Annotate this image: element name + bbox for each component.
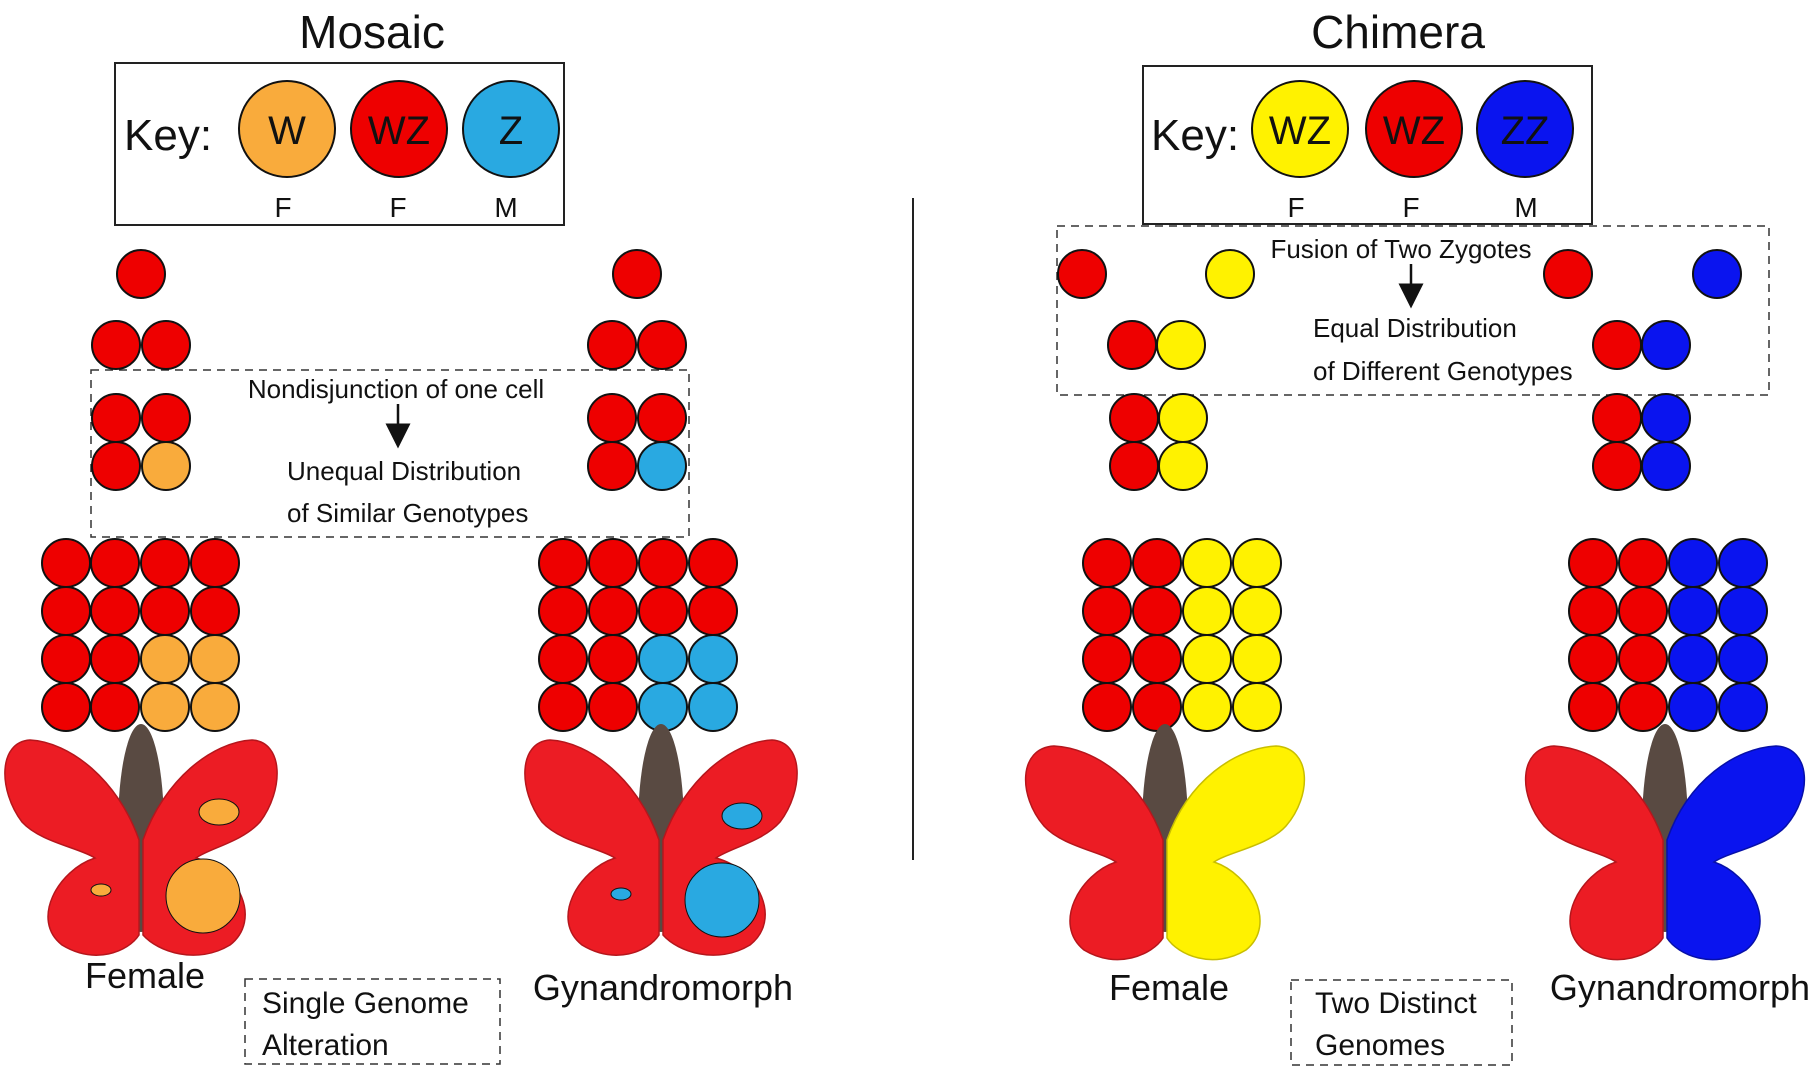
chimera-female-cells [1057, 249, 1282, 732]
chimera-key-item-zz: ZZ M [1476, 80, 1574, 223]
mosaic-female-cells [41, 249, 240, 732]
mosaic-key: Key: W F WZ F Z M [114, 62, 565, 226]
chimera-summary-line2: Genomes [1315, 1029, 1445, 1062]
butterfly-left-wing [4, 739, 140, 956]
mosaic-gynandromorph-butterfly [524, 724, 798, 956]
chimera-gynandromorph-caption: Gynandromorph [1550, 967, 1810, 1008]
chimera-note-top: Fusion of Two Zygotes [1270, 234, 1531, 264]
chimera-key-item-wz-red: WZ F [1365, 80, 1463, 223]
mosaic-summary-line2: Alteration [262, 1029, 389, 1062]
butterfly-left-wing [1025, 745, 1164, 961]
mosaic-wing-spot [684, 862, 760, 938]
chimera-fusion-box [1056, 225, 1770, 396]
chimera-key-sex: F [1402, 192, 1419, 223]
mosaic-key-item-w: W F [238, 80, 336, 223]
mosaic-key-label: Key: [124, 111, 212, 160]
mosaic-key-sex: F [389, 192, 406, 223]
mosaic-key-geno: Z [499, 109, 523, 153]
mosaic-key-item-z: Z M [462, 80, 560, 223]
mosaic-wing-spot [721, 802, 763, 830]
chimera-note-line2: of Different Genotypes [1313, 356, 1573, 386]
mosaic-female-butterfly [4, 724, 278, 956]
butterfly-left-wing [524, 739, 660, 956]
mosaic-key-geno: W [268, 109, 306, 153]
mosaic-key-geno: WZ [368, 109, 430, 153]
chimera-summary-line1: Two Distinct [1315, 987, 1477, 1020]
mosaic-summary-box [244, 978, 501, 1065]
mosaic-key-sex: F [274, 192, 291, 223]
mosaic-nondisjunction-box [90, 369, 690, 538]
chimera-key-label: Key: [1151, 111, 1239, 160]
chimera-key-sex: F [1287, 192, 1304, 223]
butterfly-right-wing [1666, 745, 1805, 961]
chimera-gynandromorph-butterfly [1525, 724, 1805, 961]
mosaic-wing-spot [198, 798, 240, 826]
mosaic-note-line1: Unequal Distribution [287, 456, 521, 486]
mosaic-wing-spot [610, 887, 632, 901]
mosaic-key-item-wz: WZ F [350, 80, 448, 223]
mosaic-title: Mosaic [299, 6, 445, 58]
chimera-key-geno: ZZ [1501, 109, 1550, 153]
mosaic-note-line2: of Similar Genotypes [287, 498, 528, 528]
chimera-key-geno: WZ [1269, 109, 1331, 153]
chimera-female-butterfly [1025, 724, 1305, 961]
mosaic-female-caption: Female [85, 955, 205, 996]
chimera-key-geno: WZ [1383, 109, 1445, 153]
butterfly-left-wing [1525, 745, 1664, 961]
chimera-title: Chimera [1311, 6, 1485, 58]
mosaic-summary-line1: Single Genome [262, 987, 469, 1020]
chimera-gynandromorph-cells [1543, 249, 1768, 732]
mosaic-gynandromorph-cells [538, 249, 738, 732]
chimera-key-item-wz-yellow: WZ F [1251, 80, 1349, 223]
mosaic-key-sex: M [494, 192, 517, 223]
mosaic-wing-spot [165, 858, 241, 934]
mosaic-gynandromorph-caption: Gynandromorph [533, 967, 793, 1008]
chimera-note-line1: Equal Distribution [1313, 313, 1517, 343]
chimera-key-sex: M [1514, 192, 1537, 223]
mosaic-wing-spot [90, 883, 112, 897]
chimera-female-caption: Female [1109, 967, 1229, 1008]
butterfly-right-wing [1166, 745, 1305, 961]
mosaic-note-top: Nondisjunction of one cell [248, 374, 544, 404]
chimera-key: Key: WZ F WZ F ZZ M [1142, 65, 1593, 225]
